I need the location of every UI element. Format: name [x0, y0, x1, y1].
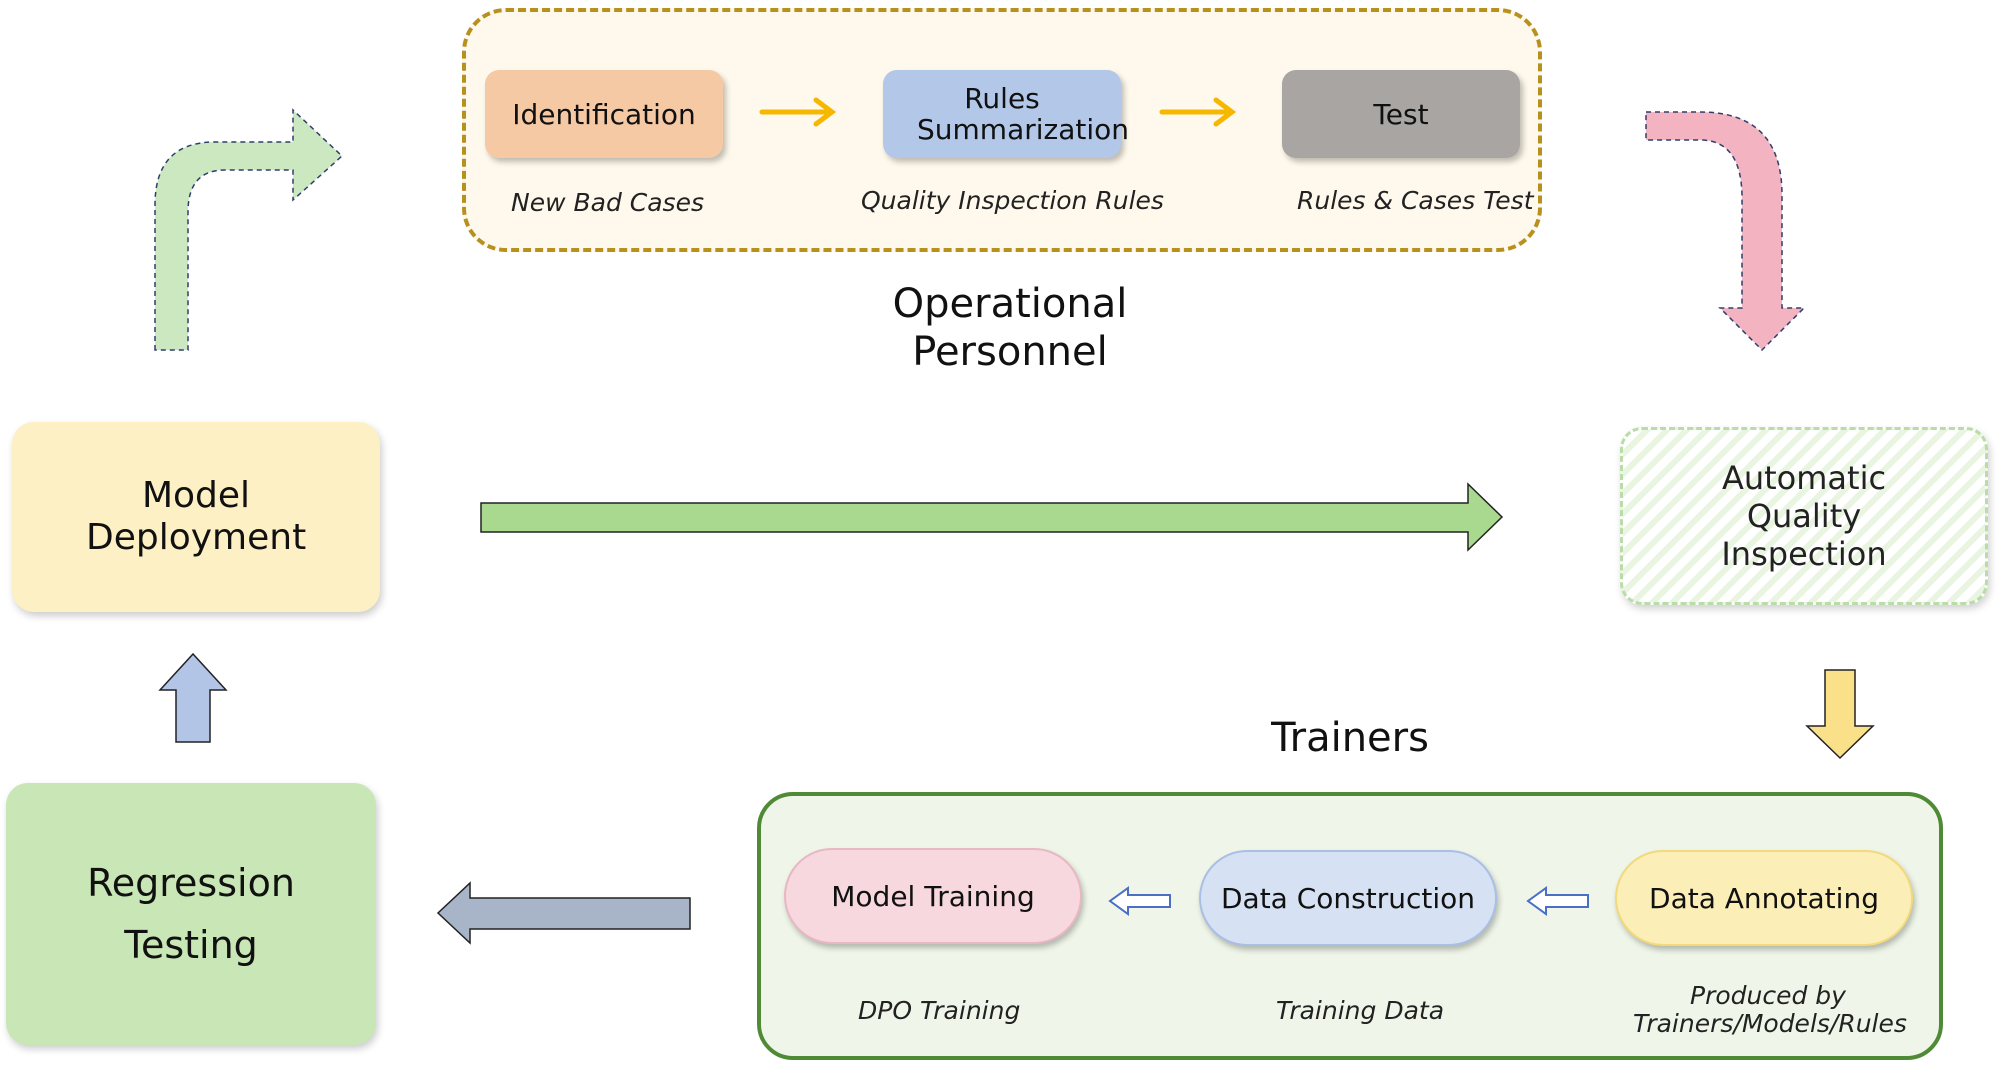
identification-to-rules-arrow: [759, 97, 837, 127]
right-arrow-icon: [480, 482, 1504, 552]
model-training-node: Model Training: [784, 848, 1082, 944]
test-node: Test: [1282, 70, 1520, 158]
new-bad-cases-caption: New Bad Cases: [511, 188, 704, 217]
data-construction-label: Data Construction: [1220, 881, 1476, 915]
automatic-quality-inspection-label: Automatic Quality Inspection: [1721, 459, 1887, 573]
dpo-training-caption: DPO Training: [858, 996, 1021, 1025]
rules-cases-test-caption: Rules & Cases Test: [1297, 186, 1534, 215]
data-annotating-node: Data Annotating: [1615, 850, 1913, 946]
regression-testing-label: Regression Testing: [87, 861, 295, 967]
curved-down-arrow-icon: [1645, 111, 1806, 352]
produced-by-caption: Produced by Trainers/Models/Rules: [1633, 981, 1907, 1038]
operational-personnel-title: Operational Personnel: [892, 281, 1128, 375]
model-deployment-label: Model Deployment: [86, 475, 307, 558]
test-label: Test: [1373, 97, 1429, 131]
quality-inspection-rules-caption: Quality Inspection Rules: [861, 186, 1164, 215]
trainers-title: Trainers: [1271, 715, 1429, 761]
data-annotating-label: Data Annotating: [1649, 881, 1879, 915]
down-arrow-icon: [1805, 669, 1875, 760]
training-data-caption: Training Data: [1276, 996, 1445, 1025]
rules-summarization-node: Rules Summarization: [883, 70, 1129, 158]
model-training-label: Model Training: [831, 879, 1035, 913]
up-arrow-icon: [158, 652, 228, 743]
identification-label: Identification: [512, 97, 696, 131]
data-construction-node: Data Construction: [1199, 850, 1497, 946]
regression-testing-node: Regression Testing: [6, 783, 376, 1045]
data-construction-to-training-arrow: [1108, 886, 1171, 916]
rules-to-test-arrow: [1159, 97, 1237, 127]
data-annotating-to-construction-arrow: [1526, 886, 1589, 916]
automatic-quality-inspection-node: Automatic Quality Inspection: [1620, 427, 1988, 605]
identification-node: Identification: [485, 70, 723, 158]
curved-arrow-icon: [154, 108, 344, 351]
left-arrow-icon: [436, 881, 691, 945]
model-deployment-node: Model Deployment: [12, 422, 380, 612]
